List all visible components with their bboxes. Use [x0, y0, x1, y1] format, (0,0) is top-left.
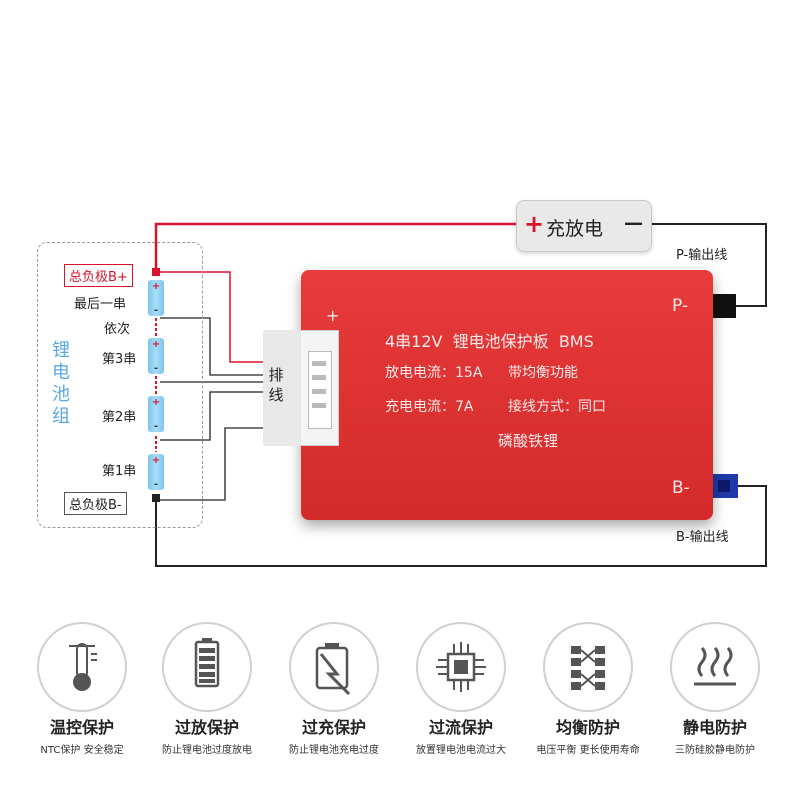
feature-title-3: 过充保护 [301, 718, 366, 737]
in-order-label: 依次 [104, 322, 131, 337]
charge-minus: — [624, 212, 643, 234]
charge-plus: + [524, 210, 545, 238]
battery-lightning-icon [289, 622, 379, 712]
feature-sub-3: 防止锂电池充电过度 [289, 745, 379, 756]
feature-sub-5: 电压平衡 更长使用寿命 [536, 745, 640, 756]
feature-title-1: 温控保护 [49, 718, 114, 737]
cell-1: +- [148, 454, 164, 490]
board-plus: + [326, 306, 340, 325]
connector-label: 排线 [268, 366, 284, 404]
bms-board [301, 270, 713, 520]
thermometer-icon [37, 622, 127, 712]
sense-wire-4 [160, 427, 265, 501]
bplus-sense-wire [160, 271, 265, 363]
series3-label: 第3串 [102, 352, 137, 367]
series2-label: 第2串 [102, 410, 137, 425]
wiring-method: 接线方式：同口 [508, 399, 606, 415]
chip-icon [416, 622, 506, 712]
discharge-current: 放电电流：15A [385, 365, 483, 381]
b-minus-pad-label: B- [672, 478, 690, 498]
feature-title-2: 过放保护 [174, 718, 239, 737]
battery-full-icon [162, 622, 252, 712]
cell-2: +- [148, 396, 164, 432]
p-output-wire [650, 223, 767, 307]
sense-wire-1 [160, 317, 265, 376]
cell-4: +- [148, 280, 164, 316]
feature-sub-6: 三防硅胶静电防护 [675, 745, 755, 756]
positive-wire [154, 222, 516, 272]
total-negative-label: 总负极B- [64, 492, 127, 515]
p-output-label: P-输出线 [676, 248, 728, 263]
p-minus-pad-label: P- [672, 296, 689, 316]
feature-sub-4: 放置锂电池电流过大 [416, 745, 506, 756]
total-positive-label: 总负极B+ [64, 264, 133, 287]
battery-pack-outline [37, 242, 203, 528]
heat-waves-icon [670, 622, 760, 712]
series1-label: 第1串 [102, 464, 137, 479]
pack-title: 锂电池组 [52, 340, 70, 427]
feature-title-5: 均衡防护 [555, 718, 620, 737]
charge-discharge-label: 充放电 [546, 218, 604, 240]
last-series-label: 最后一串 [74, 297, 127, 312]
balance-plug [299, 330, 339, 446]
feature-sub-2: 防止锂电池过度放电 [162, 745, 252, 756]
charge-current: 充电电流：7A [385, 399, 474, 415]
sense-wire-3 [160, 391, 265, 441]
chemistry-label: 磷酸铁锂 [498, 432, 559, 450]
balance-icon [543, 622, 633, 712]
feature-title-6: 静电防护 [682, 718, 747, 737]
balance-function: 带均衡功能 [508, 365, 578, 381]
feature-sub-1: NTC保护 安全稳定 [40, 745, 124, 756]
charge-discharge-port [516, 200, 652, 252]
cell-3: +- [148, 338, 164, 374]
feature-title-4: 过流保护 [428, 718, 493, 737]
balance-connector [263, 330, 301, 446]
board-title: 4串12V 锂电池保护板 BMS [385, 332, 594, 351]
negative-wire [155, 485, 767, 567]
b-output-label: B-输出线 [676, 530, 729, 545]
